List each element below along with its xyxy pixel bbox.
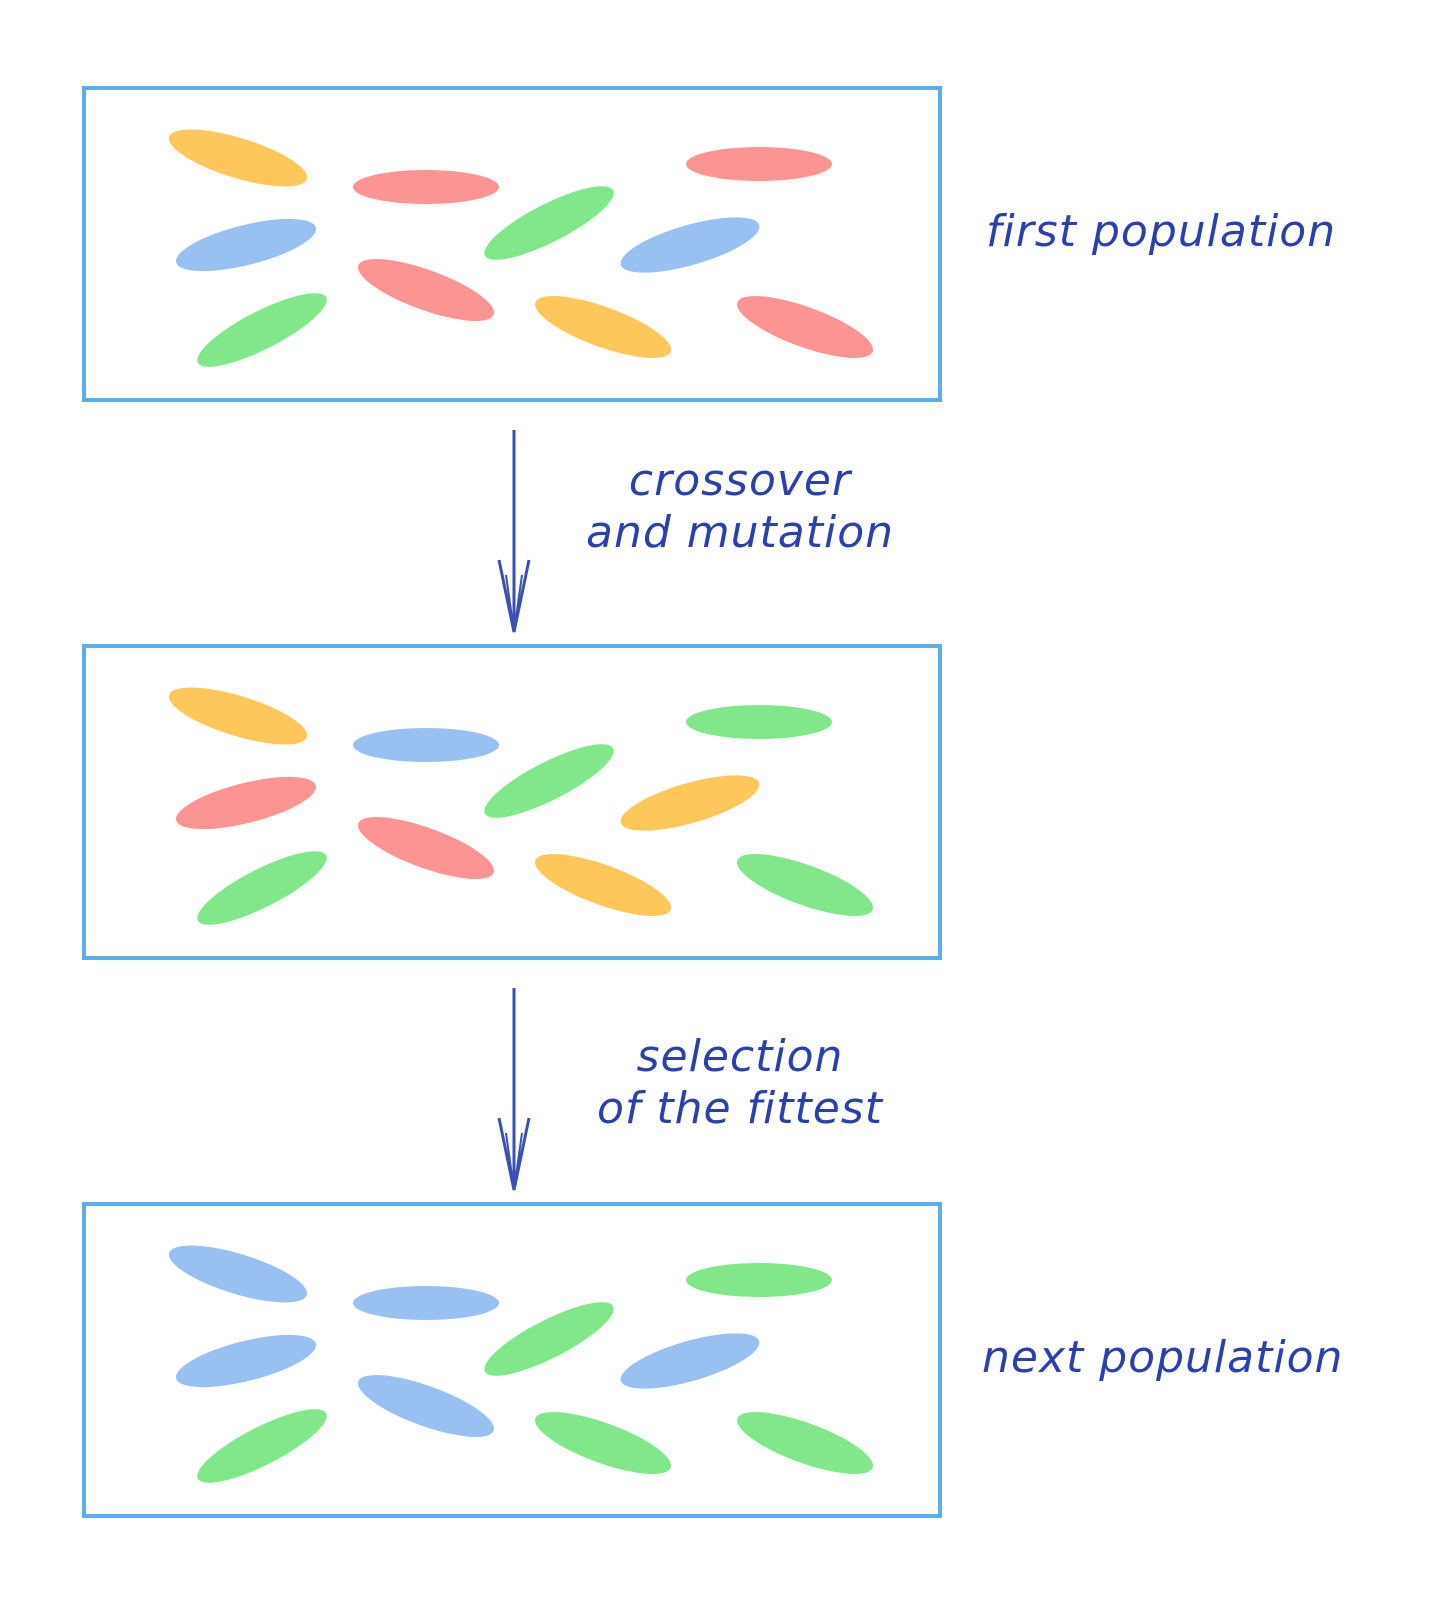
label-and-mutation: and mutation bbox=[586, 507, 894, 558]
individual-yellow bbox=[168, 129, 308, 187]
population-next-individuals bbox=[168, 1245, 874, 1483]
individual-blue bbox=[620, 217, 760, 273]
label-first-population: first population bbox=[986, 206, 1336, 257]
individual-yellow bbox=[620, 775, 760, 831]
individual-blue bbox=[357, 1375, 495, 1437]
individual-green bbox=[534, 1412, 672, 1474]
individual-green bbox=[197, 1409, 327, 1483]
individual-green bbox=[484, 744, 614, 818]
arrow-crossover-mutation bbox=[497, 430, 531, 633]
individual-green bbox=[484, 1302, 614, 1376]
individual-red bbox=[353, 170, 499, 204]
population-first-individuals bbox=[168, 129, 874, 367]
individual-yellow bbox=[534, 854, 672, 916]
individual-green bbox=[686, 705, 832, 739]
population-intermediate-individuals bbox=[168, 687, 874, 925]
individual-blue bbox=[353, 728, 499, 762]
population-box-intermediate bbox=[82, 644, 942, 960]
individual-green bbox=[736, 854, 874, 916]
individual-blue bbox=[168, 1245, 308, 1303]
individual-green bbox=[736, 1412, 874, 1474]
individual-red bbox=[175, 776, 317, 830]
individual-blue bbox=[353, 1286, 499, 1320]
label-selection: selection bbox=[637, 1031, 844, 1082]
population-box-first bbox=[82, 86, 942, 402]
individual-blue bbox=[620, 1333, 760, 1389]
individual-red bbox=[357, 259, 495, 321]
individual-red bbox=[736, 296, 874, 358]
individual-yellow bbox=[534, 296, 672, 358]
label-next-population: next population bbox=[982, 1332, 1343, 1383]
individual-blue bbox=[175, 218, 317, 272]
individual-yellow bbox=[168, 687, 308, 745]
individual-green bbox=[686, 1263, 832, 1297]
arrow-selection-fittest bbox=[497, 988, 531, 1191]
population-box-next bbox=[82, 1202, 942, 1518]
individual-blue bbox=[175, 1334, 317, 1388]
individual-red bbox=[357, 817, 495, 879]
individual-green bbox=[197, 851, 327, 925]
individual-green bbox=[484, 186, 614, 260]
label-crossover: crossover bbox=[629, 455, 853, 506]
individual-green bbox=[197, 293, 327, 367]
label-of-the-fittest: of the fittest bbox=[597, 1083, 884, 1134]
individual-red bbox=[686, 147, 832, 181]
